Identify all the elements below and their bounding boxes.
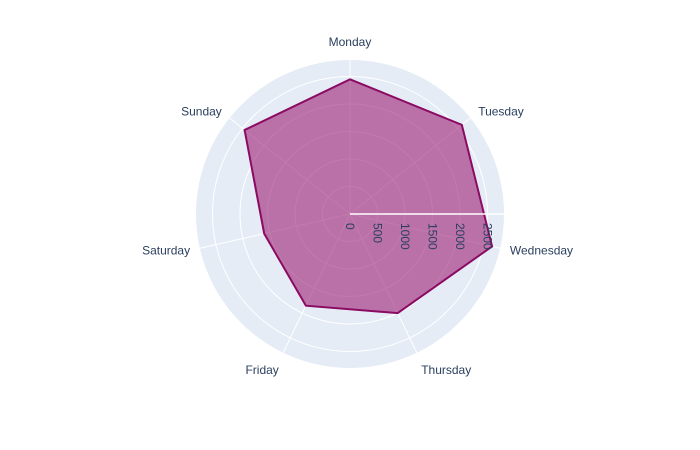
radial-tick-label-2500: 2500 [481,223,495,250]
category-label-tuesday: Tuesday [478,105,524,119]
radial-tick-label-1500: 1500 [426,223,440,250]
category-label-friday: Friday [245,363,278,377]
radial-tick-label-2000: 2000 [453,223,467,250]
radial-tick-label-0: 0 [343,223,357,230]
category-label-wednesday: Wednesday [510,244,573,258]
category-label-saturday: Saturday [142,244,190,258]
radial-tick-label-500: 500 [371,223,385,243]
radial-tick-label-1000: 1000 [398,223,412,250]
category-label-sunday: Sunday [181,105,222,119]
series-area [243,78,494,315]
category-label-monday: Monday [329,35,372,49]
category-label-thursday: Thursday [421,363,471,377]
